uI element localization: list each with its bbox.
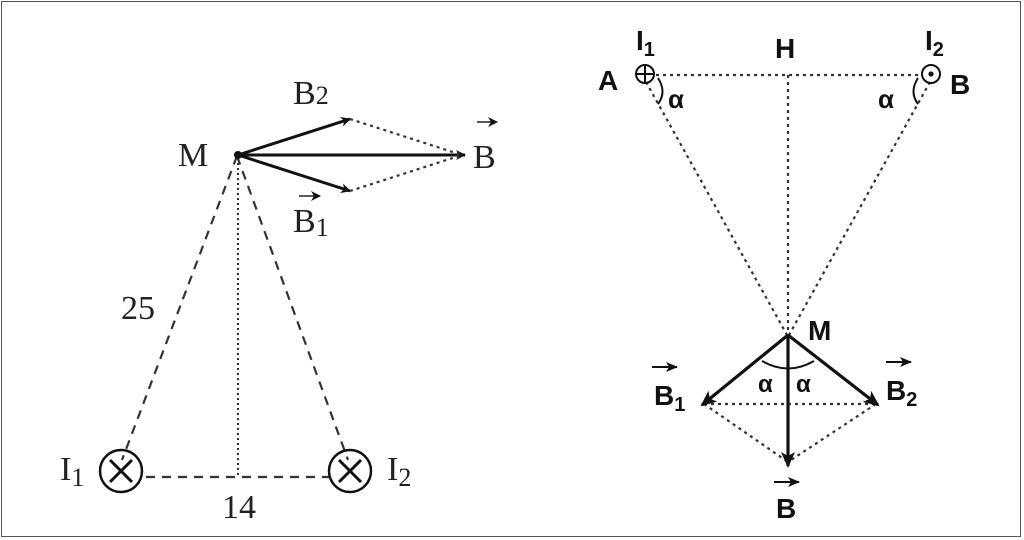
label-alpha-B: α	[878, 84, 894, 114]
point-M-dot	[234, 151, 242, 159]
vector-B1-arrow	[237, 153, 351, 194]
line-A-M	[645, 81, 788, 336]
svg-text:B: B	[473, 139, 496, 176]
current-B-symbol	[921, 64, 941, 84]
parallelogram-side-top	[349, 117, 463, 157]
label-vector-B1: B1	[293, 191, 329, 242]
label-distance-14: 14	[222, 489, 256, 526]
current-I2-symbol	[327, 448, 373, 494]
left-figure: M B2 B B1 25 14 I1 I2	[60, 75, 498, 526]
vector-B2-arrow	[237, 116, 351, 157]
label-I1: I1	[60, 451, 84, 492]
current-A-symbol	[635, 64, 655, 84]
label-M: M	[178, 137, 208, 174]
svg-text:B1: B1	[293, 203, 329, 242]
label-I2-right: I2	[925, 25, 944, 61]
angle-arc-A	[657, 77, 664, 105]
label-alpha-M-right: α	[796, 371, 811, 398]
label-H: H	[775, 33, 795, 64]
label-M-right: M	[808, 315, 831, 346]
line-B2-B	[787, 403, 877, 463]
label-vector-B1-right: B1	[652, 362, 685, 416]
label-vector-B-right: B	[774, 477, 800, 524]
angle-arc-B	[912, 77, 919, 105]
label-A: A	[598, 65, 618, 96]
svg-text:B1: B1	[654, 380, 685, 416]
vector-B2-arrow-right	[787, 333, 880, 407]
label-alpha-M-left: α	[758, 371, 773, 398]
svg-text:B: B	[776, 493, 796, 524]
label-I1-right: I1	[636, 25, 655, 61]
line-B1-B	[703, 403, 789, 463]
current-I1-symbol	[98, 448, 144, 494]
line-B-M	[788, 81, 931, 336]
parallelogram-side-bottom	[349, 153, 463, 193]
line-M-I1	[120, 155, 239, 461]
label-B2: B2	[293, 75, 329, 112]
svg-text:B2: B2	[886, 375, 917, 411]
label-alpha-A: α	[668, 84, 684, 114]
label-distance-25: 25	[121, 290, 155, 327]
right-figure: I1 I2 H A B α α M α α B1 B2 B	[598, 25, 970, 524]
label-vector-B: B	[473, 117, 498, 176]
line-M-I2	[235, 155, 350, 461]
label-B-point: B	[950, 69, 970, 100]
label-I2: I2	[387, 451, 411, 492]
label-vector-B2-right: B2	[886, 357, 917, 411]
vector-B1-arrow-right	[700, 333, 790, 407]
